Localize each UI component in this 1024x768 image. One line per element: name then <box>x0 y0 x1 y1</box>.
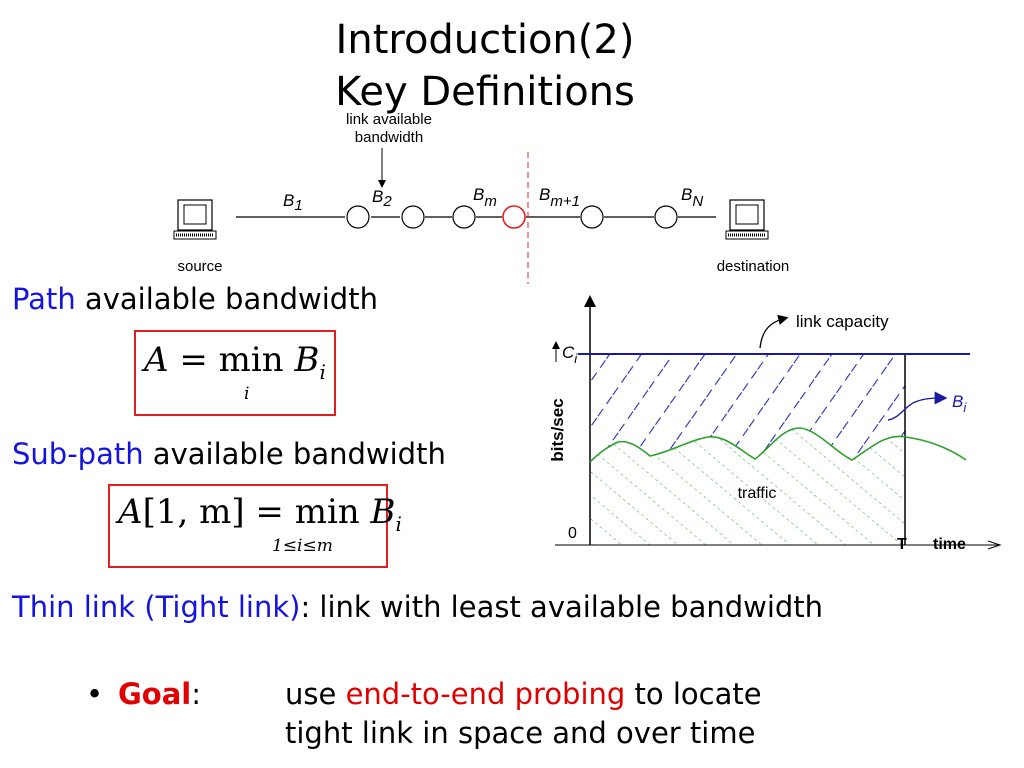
subpath-term: Sub-path <box>12 437 144 471</box>
path-bandwidth-formula: A = min Bi i <box>134 330 336 416</box>
traffic-region <box>590 428 905 545</box>
path-bandwidth-heading: Path available bandwidth <box>12 282 378 316</box>
callout-label-line2: bandwidth <box>355 129 423 146</box>
end-to-end-probing-term: end-to-end probing <box>345 677 626 711</box>
goal-label-wrap: Goal: <box>118 677 201 711</box>
subpath-bandwidth-heading: Sub-path available bandwidth <box>12 437 446 471</box>
router-node <box>654 205 678 229</box>
destination-computer-icon <box>725 199 769 240</box>
goal-colon: : <box>191 677 202 711</box>
bandwidth-time-graph: link capacity Bi Ci bits/sec traffic 0 T… <box>548 295 1000 553</box>
capacity-callout-arrow <box>759 314 789 349</box>
formula1-expression: A = min Bi <box>144 340 326 384</box>
goal-bullet: • <box>86 677 104 711</box>
source-label: source <box>177 258 222 275</box>
thin-link-text: : link with least available bandwidth <box>300 590 824 624</box>
time-label: time <box>933 536 966 553</box>
goal-text-line2: tight link in space and over time <box>285 716 756 750</box>
link-label-bm1: Bm+1 <box>539 185 580 210</box>
router-node <box>401 205 425 229</box>
router-node <box>580 205 604 229</box>
formula1-min-subscript: i <box>244 384 250 404</box>
subpath-bandwidth-text: available bandwidth <box>143 437 446 471</box>
ci-label: Ci <box>562 343 578 366</box>
thin-link-definition: Thin link (Tight link): link with least … <box>12 590 823 624</box>
source-computer-icon <box>173 199 217 240</box>
router-node <box>452 205 476 229</box>
link-label-b1: B1 <box>283 191 303 214</box>
formula2-min-subscript: 1≤i≤m <box>272 536 333 556</box>
thin-link-term: Thin link (Tight link) <box>12 590 301 624</box>
link-label-b2: B2 <box>372 187 392 210</box>
destination-label: destination <box>717 258 790 275</box>
path-term: Path <box>12 282 76 316</box>
slide-title-line2: Key Definitions <box>335 69 635 115</box>
traffic-label: traffic <box>738 485 777 502</box>
bi-label: Bi <box>952 392 967 415</box>
formula2-expression: A[1, m] = min Bi <box>118 492 402 536</box>
goal-label: Goal <box>118 677 192 711</box>
goal-text-line1: use end-to-end probing to locate <box>285 677 762 711</box>
slide-title-line1: Introduction(2) <box>335 17 635 63</box>
link-label-bn: BN <box>681 185 703 210</box>
t-label: T <box>897 536 907 553</box>
callout-label-line1: link available <box>346 111 432 128</box>
bi-callout-arrow <box>887 391 948 421</box>
path-bandwidth-text: available bandwidth <box>75 282 378 316</box>
router-node <box>346 205 370 229</box>
available-bandwidth-region <box>590 354 905 462</box>
y-axis-label: bits/sec <box>548 398 567 461</box>
origin-label: 0 <box>568 525 577 542</box>
traffic-line <box>589 427 967 463</box>
link-label-bm: Bm <box>473 185 497 210</box>
link-capacity-label: link capacity <box>796 312 889 331</box>
tight-link-router <box>502 205 526 229</box>
subpath-bandwidth-formula: A[1, m] = min Bi 1≤i≤m <box>108 484 402 568</box>
